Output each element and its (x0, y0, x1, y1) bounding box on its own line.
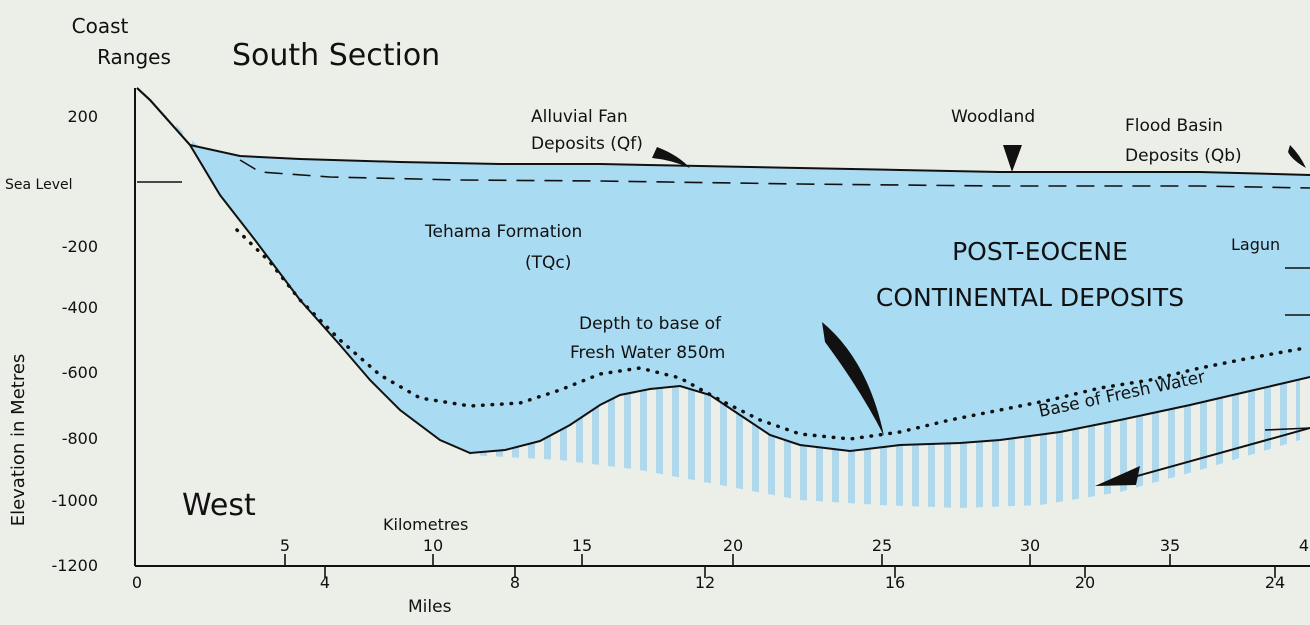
flood-basin-pointer (1288, 145, 1306, 168)
dip-arrow (1095, 427, 1310, 486)
kilometre-tick-label: 25 (872, 536, 892, 555)
mile-tick-label: 12 (695, 573, 715, 592)
section-title: South Section (232, 38, 440, 73)
alluvial-fan-label-line2: Deposits (Qf) (531, 134, 643, 154)
woodland-label: Woodland (951, 107, 1035, 127)
mountain-front-line (136, 87, 191, 146)
elevation-tick-label: -800 (62, 429, 98, 448)
elevation-tick-label: -1000 (52, 491, 99, 510)
depth-note-pointer (822, 322, 884, 436)
post-eocene-label-line2: CONTINENTAL DEPOSITS (876, 283, 1184, 312)
mile-tick-label: 8 (510, 573, 520, 592)
elevation-tick-label: -600 (62, 363, 98, 382)
kilometre-tick-label: 5 (280, 536, 290, 555)
kilometre-tick-label: 20 (723, 536, 743, 555)
sea-level-label: Sea Level (5, 177, 72, 193)
mile-scale-label: Miles (408, 597, 452, 617)
elevation-tick-label: -1200 (52, 556, 99, 575)
mile-tick-label: 0 (132, 573, 142, 592)
post-eocene-deposits-area (190, 145, 1310, 453)
mile-tick-label: 24 (1265, 573, 1285, 592)
region-label-line2: Ranges (97, 45, 171, 69)
alluvial-fan-label-line1: Alluvial Fan (531, 107, 628, 127)
depth-note-label-line2: Fresh Water 850m (570, 343, 725, 363)
mile-tick-label: 4 (320, 573, 330, 592)
woodland-pointer (1003, 145, 1022, 172)
laguna-label: Lagun (1231, 235, 1280, 254)
elevation-axis-label: Elevation in Metres (8, 354, 29, 527)
direction-label: West (182, 488, 256, 523)
elevation-tick-label: 200 (67, 107, 98, 126)
kilometre-tick-label: 15 (572, 536, 592, 555)
mile-tick-label: 16 (885, 573, 905, 592)
mile-ticks (324, 566, 1276, 578)
alluvial-fan-pointer (652, 147, 690, 168)
elevation-tick-label: -400 (62, 298, 98, 317)
tehama-formation-label-line1: Tehama Formation (424, 222, 582, 242)
kilometre-tick-label: 4 (1299, 536, 1309, 555)
kilometre-tick-label: 10 (423, 536, 443, 555)
flood-basin-label-line2: Deposits (Qb) (1125, 146, 1242, 166)
elevation-tick-label: -200 (62, 237, 98, 256)
kilometre-tick-label: 35 (1160, 536, 1180, 555)
bedrock-hatch-zone (137, 88, 1300, 508)
kilometre-scale-label: Kilometres (383, 515, 468, 534)
region-label-line1: Coast (72, 14, 129, 38)
tehama-formation-label-line2: (TQc) (525, 253, 571, 273)
ground-surface-line (189, 144, 1310, 176)
mile-tick-label: 20 (1075, 573, 1095, 592)
post-eocene-label-line1: POST-EOCENE (952, 237, 1128, 266)
kilometre-tick-label: 30 (1020, 536, 1040, 555)
kilometre-ticks (284, 554, 1171, 566)
depth-note-label-line1: Depth to base of (579, 314, 722, 334)
laguna-ticks (1264, 267, 1310, 431)
alluvial-contact-dashed-line (239, 159, 1310, 189)
flood-basin-label-line1: Flood Basin (1125, 116, 1223, 136)
